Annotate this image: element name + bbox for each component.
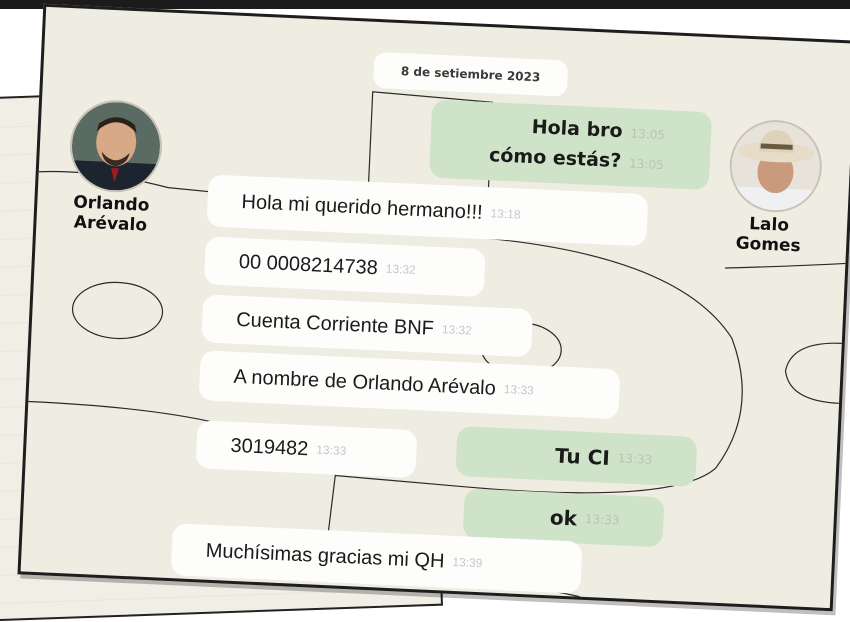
message-text: 00 0008214738 [238,250,379,279]
date-separator: 8 de setiembre 2023 [372,51,569,97]
message-bubble-incoming[interactable]: 00 0008214738 13:32 [203,236,486,298]
contact-last-name: Arévalo [73,212,148,236]
avatar-photo-icon [70,100,162,193]
message-text: 3019482 [230,434,309,460]
message-time: 13:32 [441,322,473,338]
message-bubble-outgoing[interactable]: Tu CI 13:33 [455,426,698,487]
contact-name-right: Lalo Gomes [718,213,820,257]
message-time: 13:32 [385,261,417,277]
message-text: cómo estás? [488,144,622,173]
message-bubble-outgoing[interactable]: Hola bro 13:05 cómo estás? 13:05 [428,99,713,191]
contact-avatar-lalo [727,118,824,215]
message-text: ok [549,505,578,531]
message-bubble-incoming[interactable]: Hola mi querido hermano!!! 13:18 [206,174,649,247]
message-text: Tu CI [554,443,611,470]
message-bubble-incoming[interactable]: A nombre de Orlando Arévalo 13:33 [198,350,621,420]
message-text: Muchísimas gracias mi QH [205,539,445,573]
message-time: 13:33 [617,451,653,467]
message-text: Hola mi querido hermano!!! [241,190,484,224]
chat-screenshot: 8 de setiembre 2023 Orlando Arévalo Lalo… [17,3,850,612]
message-time: 13:05 [630,126,666,143]
message-line: cómo estás? 13:05 [489,144,665,174]
message-time: 13:33 [584,511,620,528]
message-text: Hola bro [531,116,624,143]
contact-avatar-orlando [67,98,165,195]
message-time: 13:05 [628,156,665,173]
contact-name-left: Orlando Arévalo [60,192,162,236]
message-time: 13:33 [503,382,535,398]
contact-last-name: Gomes [735,233,802,257]
message-time: 13:18 [490,206,521,222]
message-bubble-incoming[interactable]: Cuenta Corriente BNF 13:32 [201,294,534,358]
message-bubble-incoming[interactable]: 3019482 13:33 [195,420,418,479]
avatar-photo-cowboy-hat-icon [729,120,822,213]
top-frame-bar [0,0,850,9]
message-text: Cuenta Corriente BNF [235,308,435,340]
message-line: Hola bro 13:05 [531,116,665,144]
message-text: A nombre de Orlando Arévalo [233,365,497,400]
message-time: 13:33 [315,442,347,458]
message-time: 13:39 [452,554,483,571]
